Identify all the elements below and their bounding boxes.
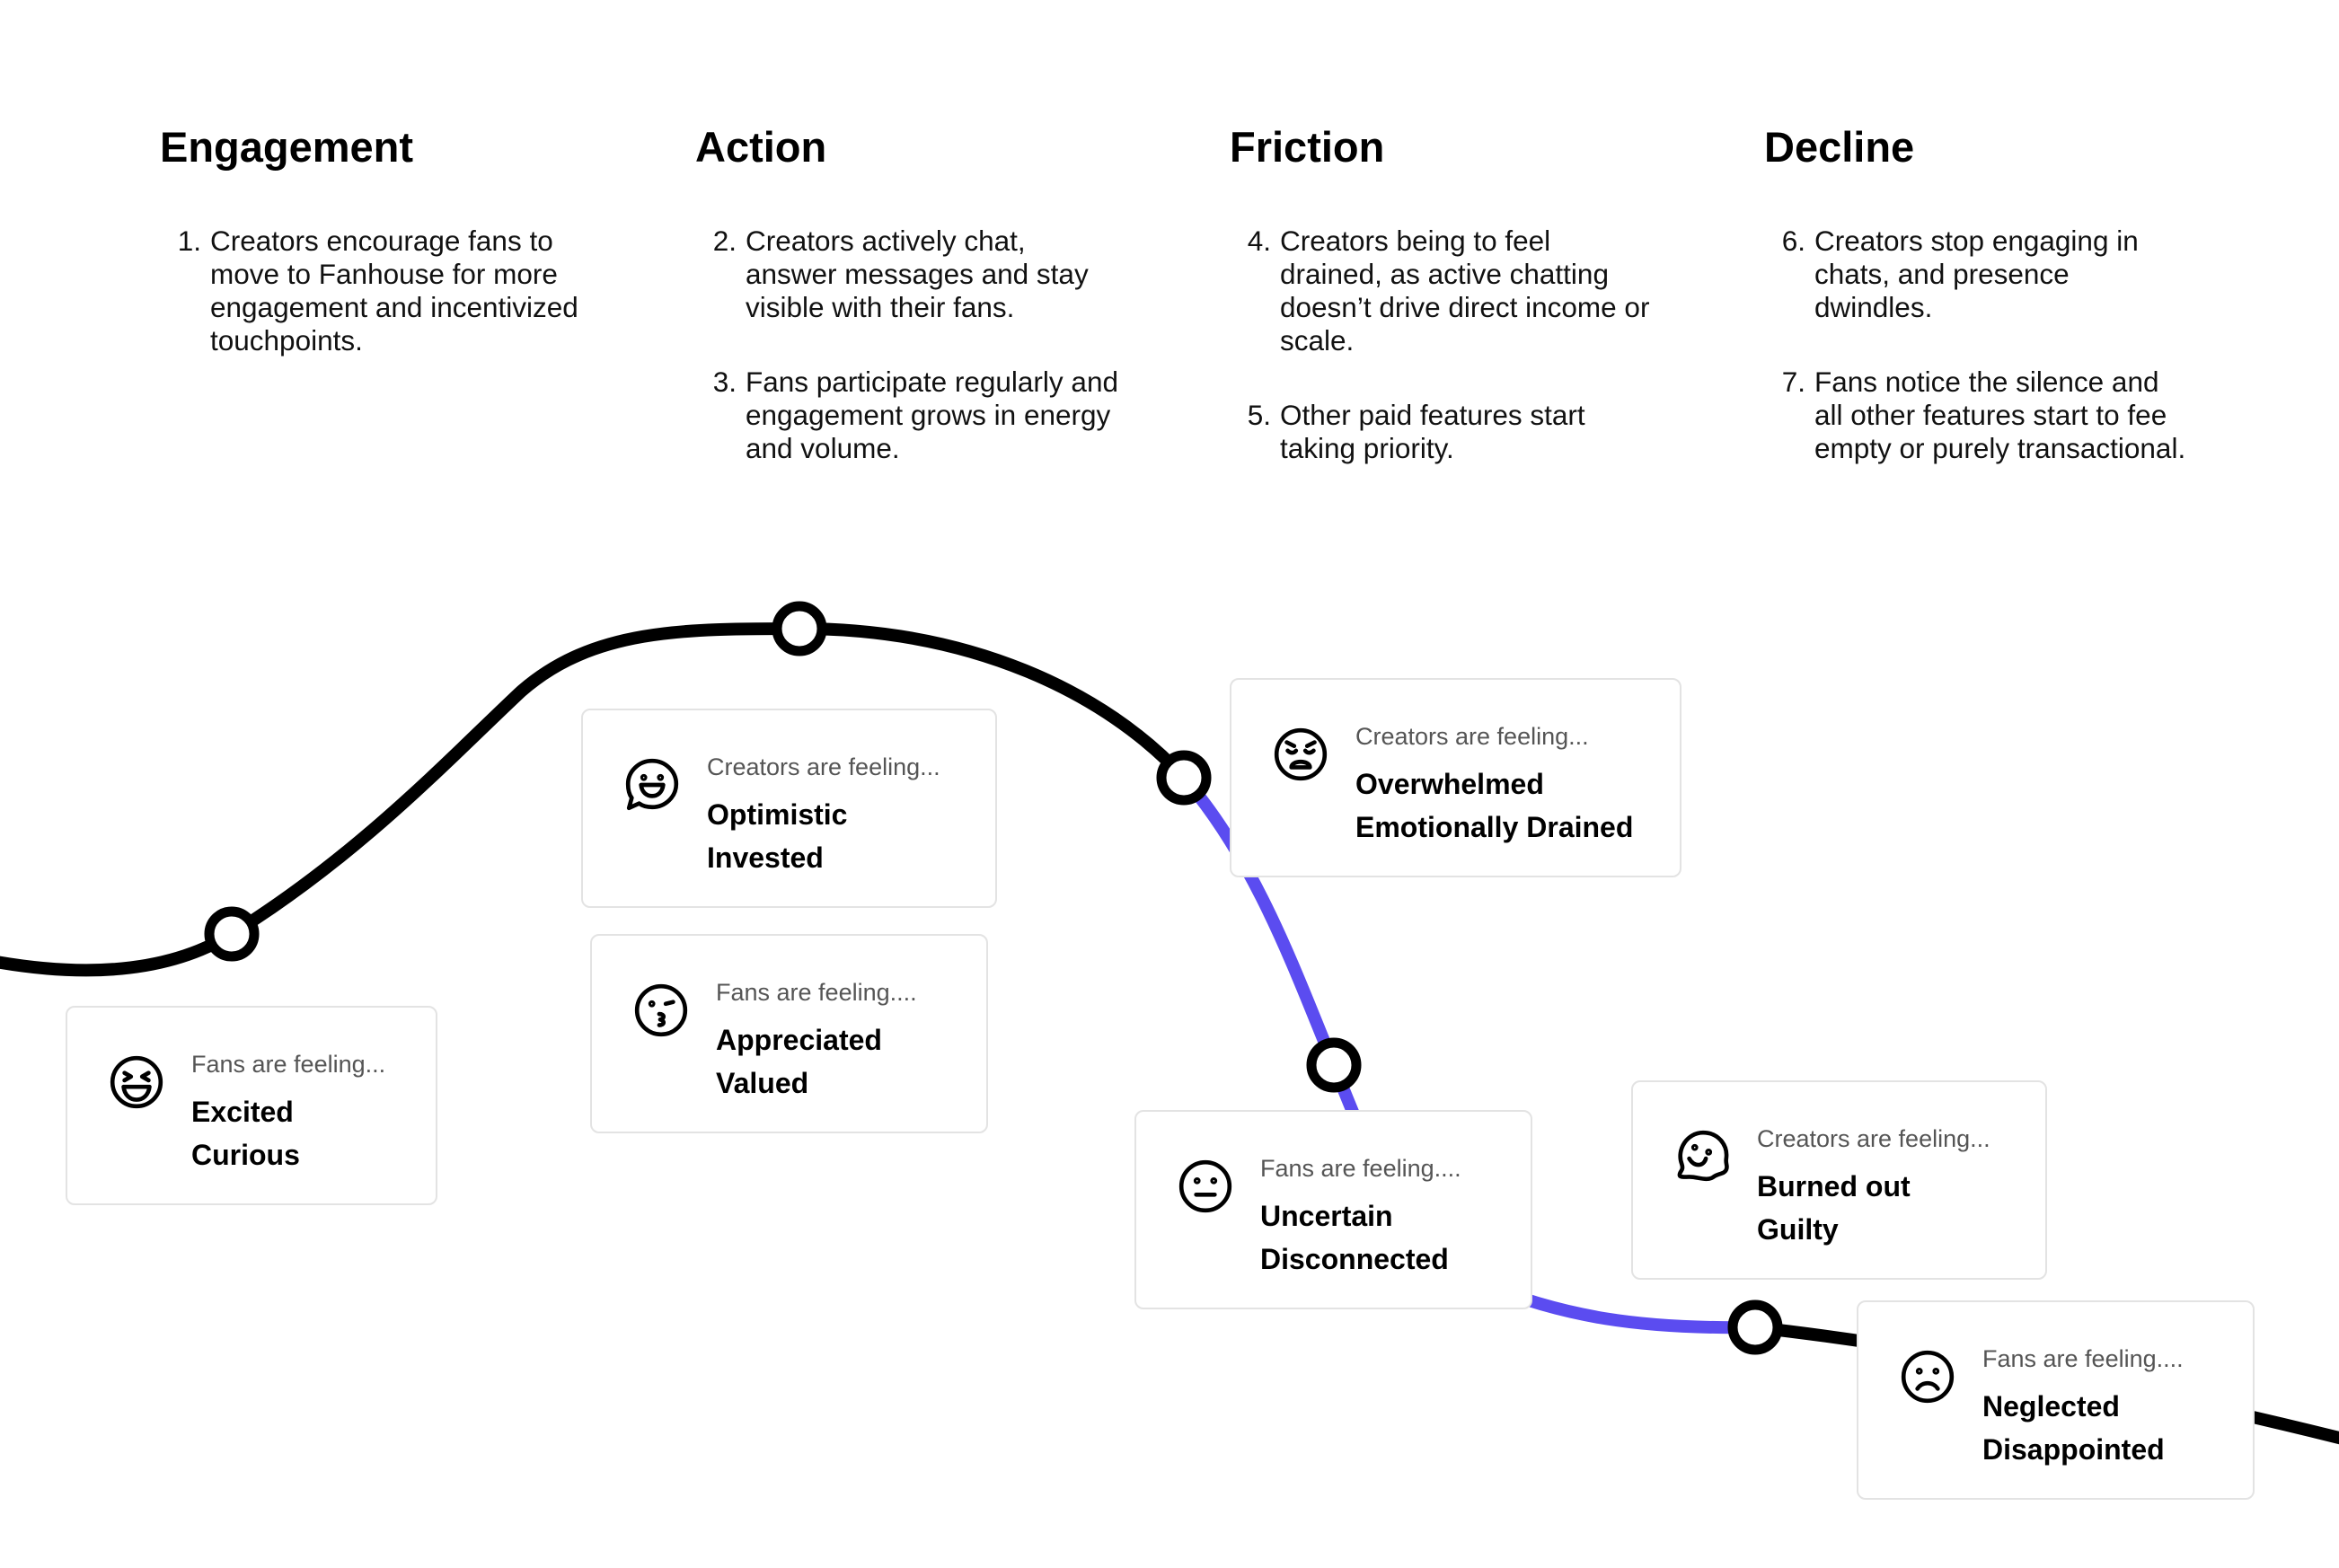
card-text: Creators are feeling... Optimistic Inves…: [707, 752, 981, 879]
step-number: 3.: [712, 366, 737, 398]
card-label: Fans are feeling...: [191, 1051, 386, 1078]
frowning-face-icon: [1901, 1350, 1955, 1404]
step-number: 7.: [1781, 366, 1805, 398]
feeling-secondary: Disappointed: [1982, 1433, 2165, 1466]
curve-node: [1727, 1299, 1783, 1355]
weary-face-icon: [1274, 727, 1328, 781]
card-label: Creators are feeling...: [1355, 723, 1589, 750]
card-text: Fans are feeling.... Appreciated Valued: [716, 977, 972, 1105]
step-item: 5. Other paid features start taking prio…: [1230, 399, 1697, 465]
stage-decline: Decline 6. Creators stop engaging in cha…: [1764, 122, 2231, 507]
step-number: 1.: [177, 225, 201, 257]
emotion-card: Fans are feeling... Excited Curious: [66, 1006, 437, 1205]
step-item: 6. Creators stop engaging in chats, and …: [1764, 225, 2231, 324]
step-list: 1. Creators encourage fans to move to Fa…: [160, 225, 627, 357]
feeling-secondary: Curious: [191, 1139, 300, 1171]
emotion-card: Fans are feeling.... Appreciated Valued: [590, 934, 988, 1133]
feeling-primary: Neglected: [1982, 1390, 2120, 1423]
stage-friction: Friction 4. Creators being to feel drain…: [1230, 122, 1697, 507]
melting-face-icon: [1677, 1130, 1729, 1182]
stage-title: Action: [695, 123, 827, 171]
card-text: Fans are feeling.... Neglected Disappoin…: [1982, 1343, 2238, 1471]
feeling-primary: Burned out: [1757, 1170, 1911, 1202]
emotion-card: Creators are feeling... Overwhelmed Emot…: [1230, 678, 1681, 877]
step-item: 2. Creators actively chat, answer messag…: [695, 225, 1162, 324]
stage-title: Engagement: [160, 123, 414, 171]
card-label: Creators are feeling...: [1757, 1125, 1990, 1152]
feeling-secondary: Disconnected: [1260, 1243, 1449, 1275]
card-label: Fans are feeling....: [1982, 1345, 2184, 1372]
card-text: Fans are feeling... Excited Curious: [191, 1049, 421, 1176]
feeling-secondary: Emotionally Drained: [1355, 811, 1634, 843]
neutral-face-icon: [1178, 1159, 1232, 1213]
smiling-speech-bubble-icon: [625, 758, 679, 811]
emotion-card: Creators are feeling... Optimistic Inves…: [581, 709, 997, 908]
step-number: 6.: [1781, 225, 1805, 257]
step-number: 2.: [712, 225, 737, 257]
card-label: Creators are feeling...: [707, 753, 940, 780]
step-text: Creators stop engaging in chats, and pre…: [1814, 225, 2139, 323]
step-list: 6. Creators stop engaging in chats, and …: [1764, 225, 2231, 465]
curve-node: [772, 601, 827, 656]
step-text: Fans notice the silence and all other fe…: [1814, 366, 2186, 464]
stage-title: Decline: [1764, 123, 1915, 171]
feeling-primary: Overwhelmed: [1355, 768, 1544, 800]
step-text: Creators being to feel drained, as activ…: [1280, 225, 1650, 357]
card-label: Fans are feeling....: [1260, 1155, 1461, 1182]
step-text: Creators actively chat, answer messages …: [746, 225, 1089, 323]
curve-node: [1306, 1037, 1362, 1093]
step-list: 2. Creators actively chat, answer messag…: [695, 225, 1162, 465]
feeling-primary: Optimistic: [707, 798, 848, 831]
step-item: 7. Fans notice the silence and all other…: [1764, 366, 2231, 465]
stage-title: Friction: [1230, 123, 1385, 171]
feeling-primary: Excited: [191, 1096, 294, 1128]
feeling-primary: Appreciated: [716, 1024, 882, 1056]
step-item: 1. Creators encourage fans to move to Fa…: [160, 225, 627, 357]
feeling-primary: Uncertain: [1260, 1200, 1393, 1232]
grinning-squint-face-icon: [110, 1055, 163, 1109]
step-list: 4. Creators being to feel drained, as ac…: [1230, 225, 1697, 465]
curve-node: [204, 906, 260, 962]
step-number: 4.: [1247, 225, 1271, 257]
curve-segment-rise: [0, 621, 1190, 977]
curve-node: [1156, 750, 1212, 806]
card-text: Creators are feeling... Overwhelmed Emot…: [1355, 721, 1665, 849]
feeling-secondary: Guilty: [1757, 1213, 1839, 1246]
step-text: Creators encourage fans to move to Fanho…: [210, 225, 578, 357]
emotion-card: Creators are feeling... Burned out Guilt…: [1631, 1080, 2047, 1280]
step-item: 4. Creators being to feel drained, as ac…: [1230, 225, 1697, 357]
kissing-face-icon: [634, 983, 688, 1037]
stage-action: Action 2. Creators actively chat, answer…: [695, 122, 1162, 507]
emotion-card: Fans are feeling.... Neglected Disappoin…: [1857, 1300, 2255, 1500]
feeling-secondary: Valued: [716, 1067, 809, 1099]
card-label: Fans are feeling....: [716, 979, 917, 1006]
step-text: Fans participate regularly and engagemen…: [746, 366, 1118, 464]
card-text: Creators are feeling... Burned out Guilt…: [1757, 1123, 2031, 1251]
emotion-card: Fans are feeling.... Uncertain Disconnec…: [1134, 1110, 1532, 1309]
step-number: 5.: [1247, 399, 1271, 431]
feeling-secondary: Invested: [707, 841, 824, 874]
step-item: 3. Fans participate regularly and engage…: [695, 366, 1162, 465]
step-text: Other paid features start taking priorit…: [1280, 399, 1585, 464]
card-text: Fans are feeling.... Uncertain Disconnec…: [1260, 1153, 1516, 1281]
stage-engagement: Engagement 1. Creators encourage fans to…: [160, 122, 627, 399]
